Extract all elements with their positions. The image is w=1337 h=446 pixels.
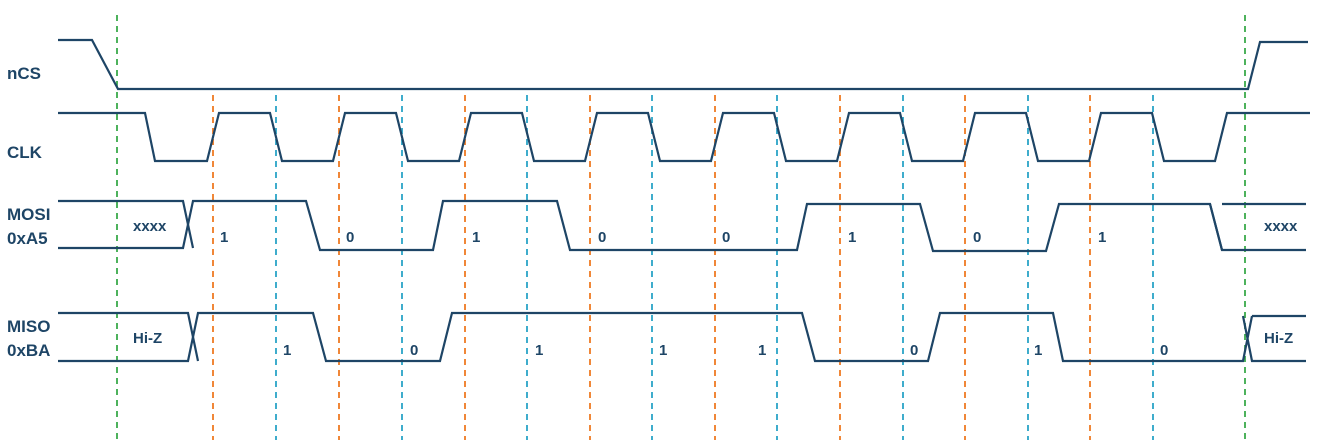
clk-label: CLK — [7, 143, 43, 162]
miso-bit-3: 1 — [535, 342, 543, 359]
miso-bit-values: 1 0 1 1 1 0 1 0 — [283, 342, 1168, 359]
ncs-waveform — [58, 38, 1308, 91]
guide-lines — [116, 15, 1246, 440]
miso-bit-8: 0 — [1160, 342, 1168, 359]
clk-waveform — [58, 111, 1310, 163]
waveforms — [58, 38, 1310, 363]
miso-bit-1: 1 — [283, 342, 291, 359]
miso-bit-4: 1 — [659, 342, 667, 359]
mosi-bit-7: 0 — [973, 229, 981, 246]
mosi-bit-2: 0 — [346, 229, 354, 246]
signal-labels: nCS CLK MOSI 0xA5 MISO 0xBA — [7, 64, 50, 360]
mosi-bit-values: 1 0 1 0 0 1 0 1 — [220, 229, 1106, 246]
mosi-idle-end: xxxx — [1264, 218, 1298, 235]
mosi-bit-1: 1 — [220, 229, 228, 246]
mosi-value-label: 0xA5 — [7, 229, 48, 248]
mosi-bit-5: 0 — [722, 229, 730, 246]
shift-edge-guides — [275, 95, 1154, 440]
mosi-label: MOSI — [7, 205, 50, 224]
mosi-bit-4: 0 — [598, 229, 606, 246]
mosi-bit-8: 1 — [1098, 229, 1106, 246]
miso-waveform-idle-low — [58, 311, 1254, 363]
idle-texts: xxxx xxxx Hi-Z Hi-Z — [133, 218, 1298, 347]
mosi-waveform-low — [58, 199, 1306, 253]
miso-value-label: 0xBA — [7, 341, 50, 360]
miso-bit-7: 1 — [1034, 342, 1042, 359]
mosi-waveform-high — [58, 199, 195, 249]
mosi-bit-6: 1 — [848, 229, 856, 246]
ncs-label: nCS — [7, 64, 41, 83]
miso-bit-5: 1 — [758, 342, 766, 359]
miso-idle-start: Hi-Z — [133, 330, 162, 347]
mosi-bit-3: 1 — [472, 229, 480, 246]
sample-edge-guides — [212, 95, 1091, 440]
miso-bit-2: 0 — [410, 342, 418, 359]
miso-bit-6: 0 — [910, 342, 918, 359]
miso-label: MISO — [7, 317, 50, 336]
mosi-waveform-tail — [1208, 203, 1224, 251]
miso-waveform-main — [58, 311, 200, 362]
miso-waveform-tail-low — [1241, 315, 1306, 363]
miso-idle-end: Hi-Z — [1264, 330, 1293, 347]
mosi-idle-start: xxxx — [133, 218, 167, 235]
